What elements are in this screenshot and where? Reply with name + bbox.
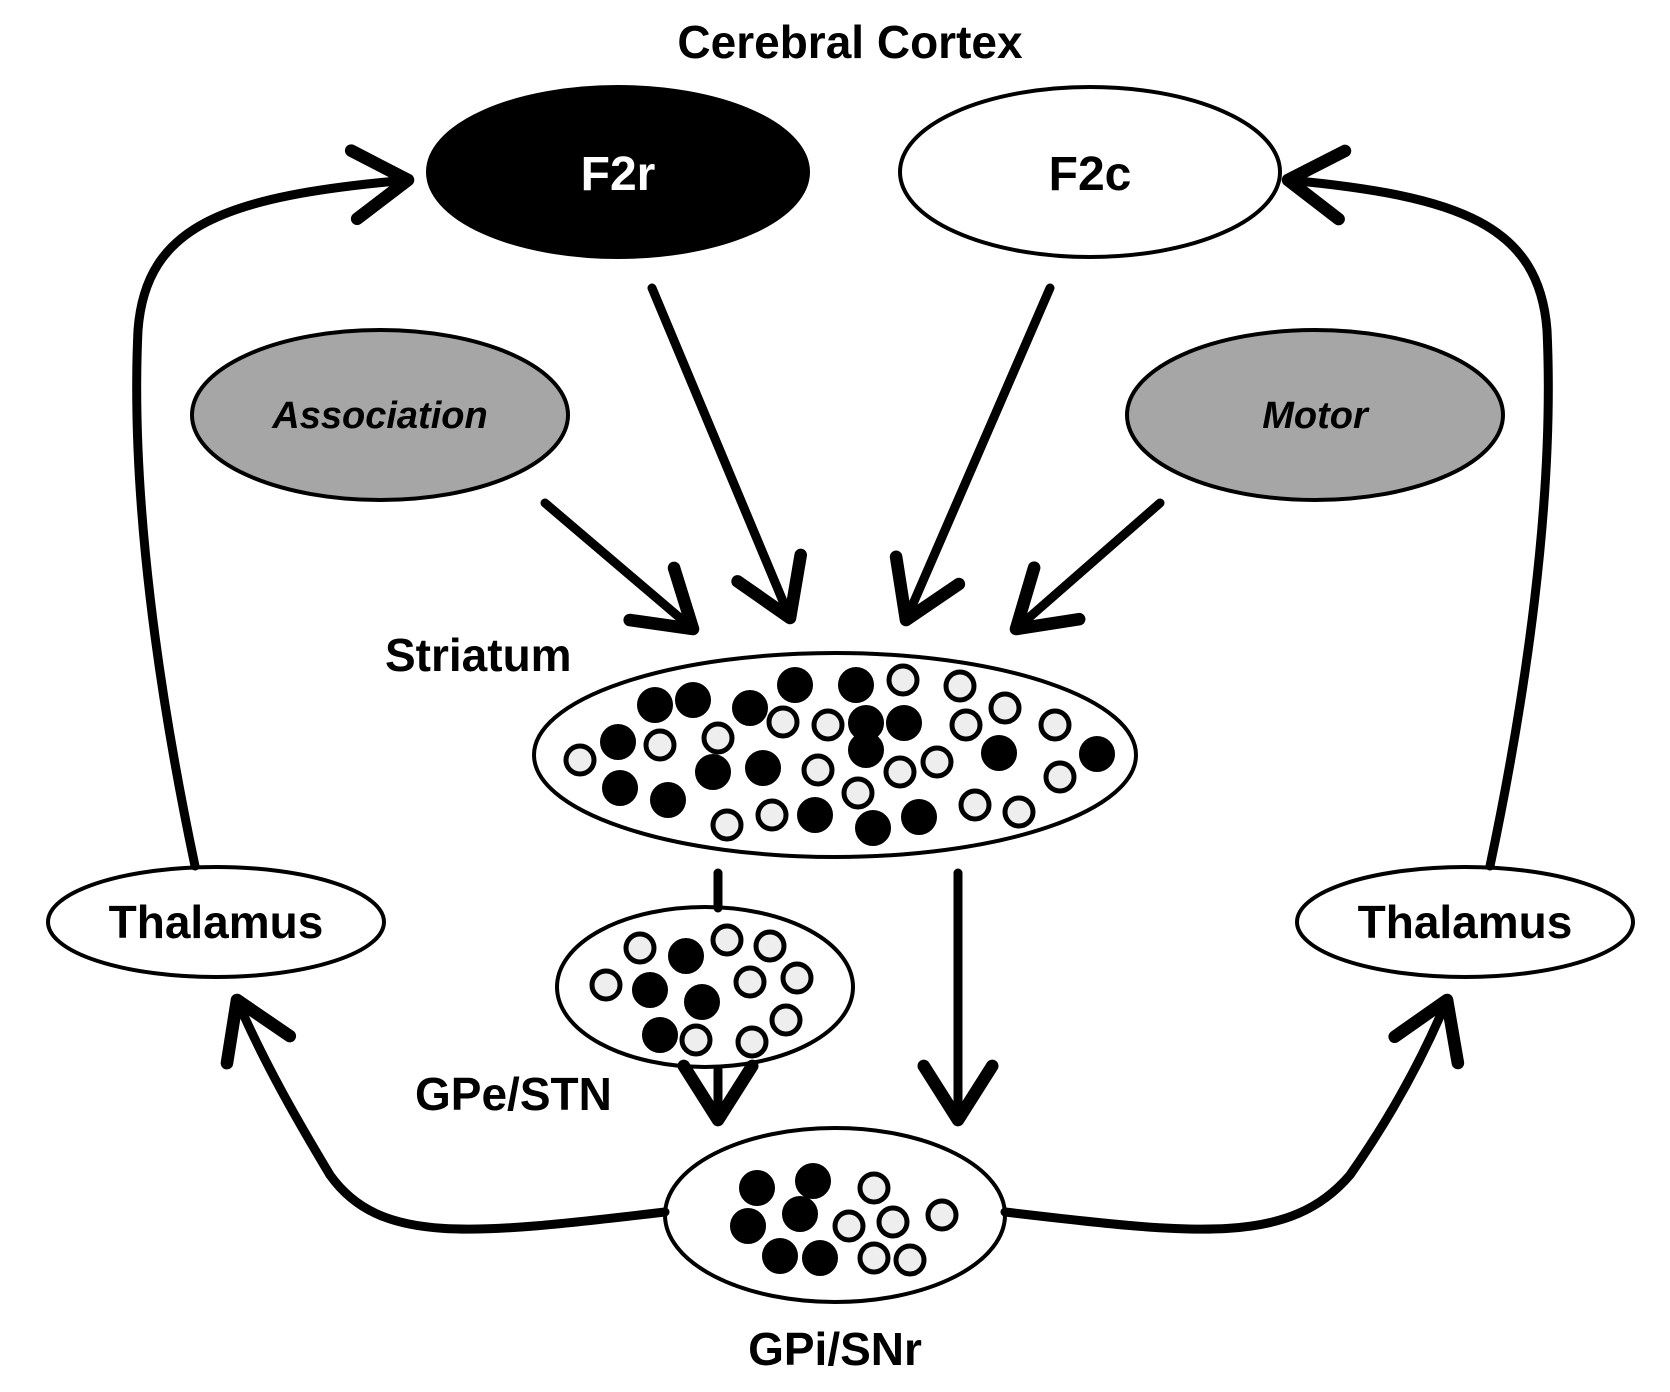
striatum-filled-neuron [838,667,874,703]
striatum-filled-neuron [848,732,884,768]
striatum-open-neuron [643,728,677,762]
motor-to-striatum-arrow [1009,498,1165,636]
gpe-stn-node [555,905,855,1069]
striatum-filled-neuron [637,687,673,723]
striatum-filled-neuron [855,810,891,846]
striatum-filled-neuron [745,750,781,786]
gpe-stn-filled-neuron [684,984,720,1020]
gpe-stn-filled-neuron [642,1017,678,1053]
gpe-stn-label: GPe/STN [415,1068,612,1120]
f2c-to-striatum-arrow [889,283,1055,627]
striatum-neurons [563,663,1115,846]
gpe-stn-open-neuron [735,1025,769,1059]
striatum-filled-neuron [602,770,638,806]
striatum-open-neuron [958,788,992,822]
f2r-label: F2r [581,148,656,201]
striatum-open-neuron [701,721,735,755]
gpi-snr-filled-neuron [802,1240,838,1276]
gpi-snr-label: GPi/SNr [748,1323,922,1375]
striatum-filled-neuron [732,690,768,726]
association-to-striatum-arrow [540,498,700,636]
f2r-to-striatum-arrow [647,283,808,625]
gpe-stn-open-neuron [710,923,744,957]
striatum-open-neuron [801,753,835,787]
gpe-stn-neurons [589,923,814,1059]
thalamus-left-label: Thalamus [109,896,324,948]
striatum-open-neuron [811,708,845,742]
gpi-snr-to-thalamus-right-arrow [1000,993,1465,1234]
striatum-open-neuron [1043,760,1077,794]
striatum-open-neuron [883,755,917,789]
striatum-filled-neuron [777,667,813,703]
gpi-snr-open-neuron [893,1243,927,1277]
striatum-filled-neuron [901,799,937,835]
striatum-open-neuron [949,708,983,742]
striatum-filled-neuron [981,735,1017,771]
gpi-snr-filled-neuron [795,1163,831,1199]
f2r-node: F2r [426,85,810,259]
striatum-open-neuron [886,663,920,697]
striatum-open-neuron [755,798,789,832]
striatum-open-neuron [563,743,597,777]
gpe-stn-open-neuron [753,929,787,963]
gpi-snr-filled-neuron [782,1196,818,1232]
gpe-stn-open-neuron [679,1023,713,1057]
gpi-snr-open-neuron [925,1198,959,1232]
gpi-snr-open-neuron [832,1209,866,1243]
striatum-node [532,651,1138,859]
gpi-snr-to-thalamus-left-arrow [220,993,670,1234]
striatum-open-neuron [841,776,875,810]
gpi-snr-neurons [730,1163,959,1277]
striatum-open-neuron [943,669,977,703]
gpe-stn-open-neuron [733,965,767,999]
motor-label: Motor [1262,395,1370,437]
gpi-snr-open-neuron [857,1171,891,1205]
gpi-snr-filled-neuron [739,1170,775,1206]
striatum-filled-neuron [650,782,686,818]
striatum-open-neuron [766,705,800,739]
f2c-label: F2c [1049,148,1132,201]
thalamus-right-to-f2c-arrow [1281,144,1553,871]
gpe-stn-filled-neuron [632,972,668,1008]
gpe-stn-open-neuron [589,968,623,1002]
thalamus-left-to-f2r-arrow [132,144,415,871]
striatum-open-neuron [710,808,744,842]
striatum-open-neuron [1038,708,1072,742]
association-label: Association [271,395,487,437]
gpi-snr-filled-neuron [730,1208,766,1244]
thalamus-left-node: Thalamus [46,865,386,979]
striatum-open-neuron [988,691,1022,725]
gpe-stn-open-neuron [623,931,657,965]
thalamus-right-label: Thalamus [1358,896,1573,948]
gpe-stn-open-neuron [769,1003,803,1037]
gpi-snr-open-neuron [876,1205,910,1239]
striatum-filled-neuron [1079,736,1115,772]
striatum-filled-neuron [675,682,711,718]
cerebral-cortex-title: Cerebral Cortex [677,16,1023,68]
striatum-open-neuron [1002,795,1036,829]
gpe-stn-filled-neuron [668,938,704,974]
striatum-label: Striatum [385,629,572,681]
striatum-filled-neuron [600,724,636,760]
striatum-open-neuron [920,745,954,779]
gpi-snr-open-neuron [857,1241,891,1275]
motor-node: Motor [1125,328,1505,502]
striatum-filled-neuron [886,705,922,741]
gpi-snr-filled-neuron [762,1238,798,1274]
thalamus-right-node: Thalamus [1295,865,1635,979]
association-node: Association [190,328,570,502]
gpe-stn-open-neuron [780,961,814,995]
striatum-filled-neuron [797,797,833,833]
striatum-filled-neuron [695,754,731,790]
f2c-node: F2c [898,85,1282,259]
gpi-snr-node [663,1126,1007,1304]
